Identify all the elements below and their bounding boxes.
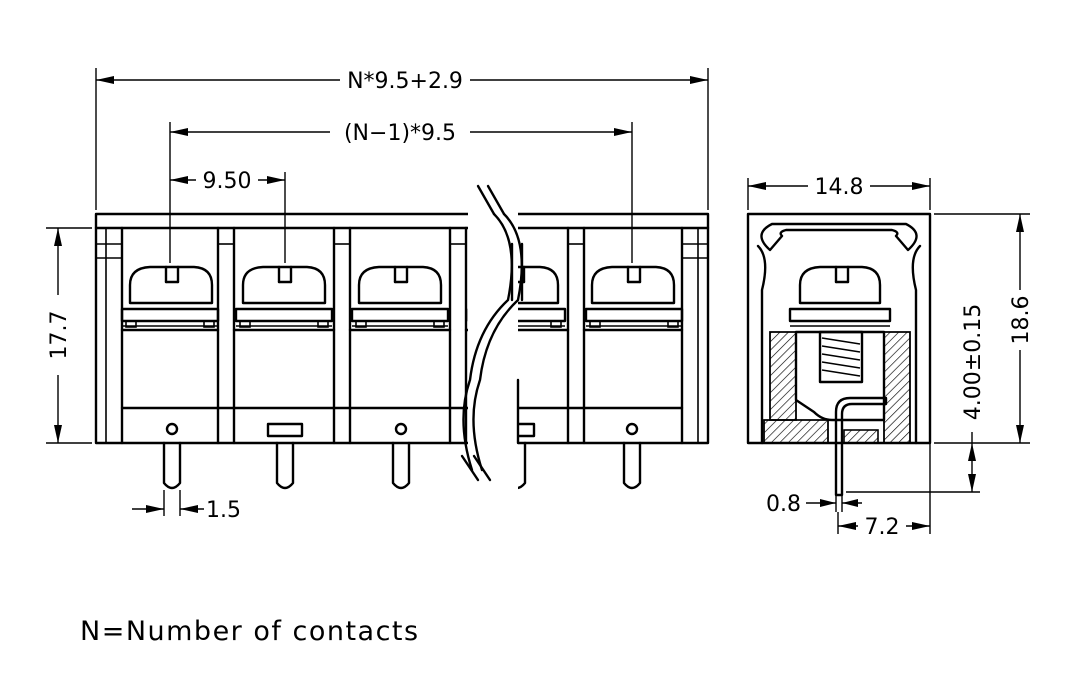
side-dimensions [747,178,1030,534]
pin-contact-icon [834,396,888,497]
contact-3 [348,265,452,490]
contacts-note: N=Number of contacts [80,616,420,647]
contact-1 [120,265,220,490]
pin-length-label: 4.00±0.15 [961,304,986,420]
pin-width-label: 1.5 [206,498,241,523]
front-view: N*9.5+2.9 (N−1)*9.5 9.50 17.7 1.5 [46,68,710,523]
break-lines [460,184,524,490]
side-width-label: 14.8 [815,175,864,200]
span-label: (N−1)*9.5 [344,121,456,146]
front-housing [94,212,710,445]
wire-clip-icon [760,222,918,252]
side-housing [746,212,932,445]
overall-width-label: N*9.5+2.9 [347,69,463,94]
front-dimensions [46,68,709,516]
side-view: 14.8 18.6 4.00±0.15 0.8 7.2 [746,175,1034,540]
separator-walls [96,226,708,445]
pin-1 [162,441,182,490]
contact-5 [582,265,684,490]
side-section [763,330,911,497]
side-height-label: 18.6 [1009,296,1034,345]
pitch-label: 9.50 [203,169,252,194]
height-label: 17.7 [47,311,72,360]
pin-offset-label: 7.2 [865,515,900,540]
pin-thickness-label: 0.8 [766,492,801,517]
screw-head-icon [128,265,214,305]
contact-2 [232,265,336,490]
